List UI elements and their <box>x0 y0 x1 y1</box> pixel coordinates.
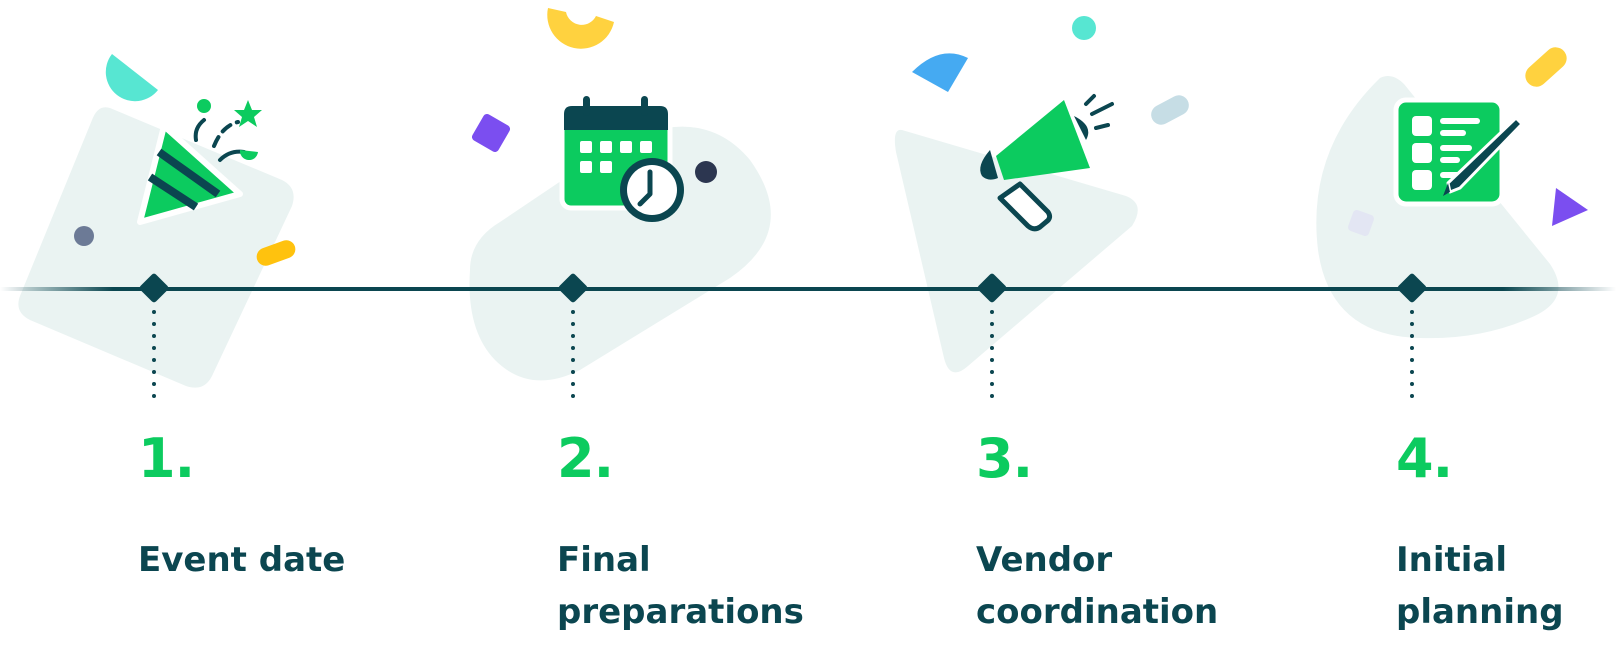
confetti-yellow-pill-2 <box>1525 47 1567 87</box>
step-1-label: Event date <box>138 540 346 580</box>
step-4-label: Initial planning <box>1396 540 1564 632</box>
timeline-line <box>0 287 1616 291</box>
confetti-purple-triangle <box>1552 188 1588 226</box>
background-blob-2 <box>469 126 771 381</box>
background-blob-3 <box>894 129 1138 373</box>
confetti-teal-half-circle <box>105 54 158 102</box>
confetti-navy-dot <box>695 161 717 183</box>
checklist-pen-icon <box>1393 97 1524 207</box>
party-popper-icon <box>137 99 262 225</box>
timeline-marker-4 <box>1397 273 1427 303</box>
confetti-yellow-pill-1 <box>256 240 296 266</box>
background-blob-4 <box>1316 76 1559 339</box>
step-3-label: Vendor coordination <box>976 540 1219 632</box>
step-3-number: 3. <box>976 427 1033 490</box>
timeline-marker-3 <box>977 273 1007 303</box>
confetti-blue-wedge <box>912 53 968 92</box>
confetti-teal-dot <box>1072 16 1096 40</box>
step-1-number: 1. <box>138 427 195 490</box>
confetti-light-blue-pill <box>1151 95 1189 125</box>
timeline-markers <box>139 273 1427 400</box>
step-2-number: 2. <box>557 427 614 490</box>
confetti-purple-diamond <box>471 113 511 153</box>
confetti-yellow-arc <box>547 8 614 49</box>
confetti-gray-dot <box>74 226 94 246</box>
step-4-number: 4. <box>1396 427 1453 490</box>
confetti-decorations <box>74 8 1588 266</box>
calendar-clock-icon <box>559 96 684 222</box>
timeline-marker-2 <box>558 273 588 303</box>
confetti-faint-square <box>1348 210 1374 236</box>
megaphone-icon <box>980 94 1114 232</box>
step-2-label: Final preparations <box>557 540 804 632</box>
timeline-marker-1 <box>139 273 169 303</box>
